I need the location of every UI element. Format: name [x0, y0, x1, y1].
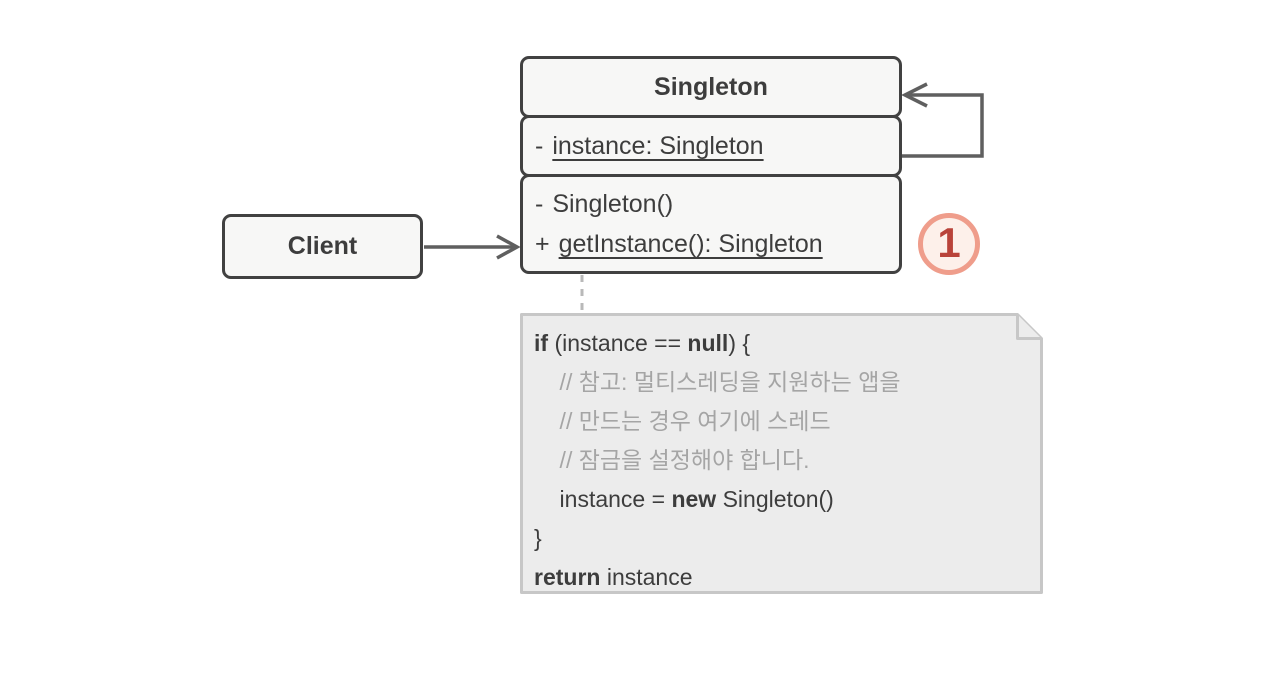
visibility-marker: -: [535, 190, 544, 218]
singleton-attribute-instance: - instance: Singleton: [535, 126, 887, 166]
self-reference-arrow: [901, 82, 984, 158]
singleton-method-getinstance: + getInstance(): Singleton: [535, 224, 887, 264]
singleton-methods-compartment: - Singleton() + getInstance(): Singleton: [520, 174, 902, 274]
code-note: if (instance == null) { // 참고: 멀티스레딩을 지원…: [520, 313, 1043, 594]
client-class-title: Client: [222, 214, 423, 279]
singleton-class-box: Singleton - instance: Singleton - Single…: [520, 56, 902, 274]
client-class-box: Client: [222, 214, 423, 279]
singleton-class-title: Singleton: [520, 56, 902, 118]
singleton-attributes-compartment: - instance: Singleton: [520, 115, 902, 177]
step-badge: 1: [918, 213, 980, 275]
client-to-singleton-arrow: [424, 234, 521, 260]
visibility-marker: +: [535, 230, 550, 258]
singleton-method-constructor: - Singleton(): [535, 184, 887, 224]
method-text: getInstance(): Singleton: [558, 230, 823, 258]
note-shape: [520, 313, 1043, 594]
visibility-marker: -: [535, 132, 544, 160]
attribute-text: instance: Singleton: [552, 132, 764, 160]
note-code: if (instance == null) { // 참고: 멀티스레딩을 지원…: [534, 330, 901, 590]
method-text: Singleton(): [552, 190, 674, 218]
note-fold-corner: [1016, 314, 1042, 340]
